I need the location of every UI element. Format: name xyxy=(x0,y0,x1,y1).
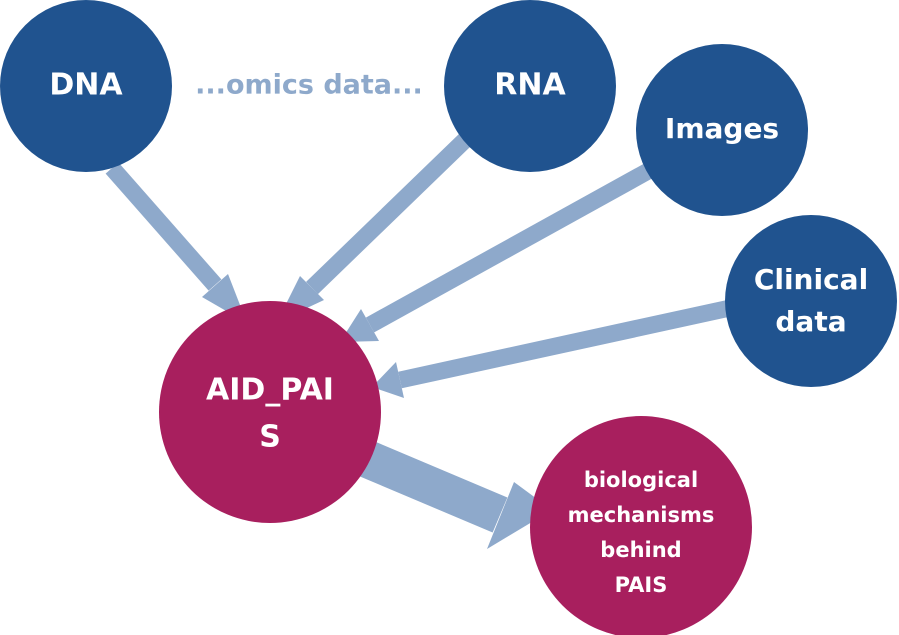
arrow-clinical-to-aid xyxy=(372,299,732,398)
node-clinical-label-line2: data xyxy=(775,305,846,338)
node-biological-mechanisms: biological mechanisms behind PAIS xyxy=(530,416,752,635)
arrow-dna-to-aid xyxy=(105,162,247,323)
node-aid-pais: AID_PAI S xyxy=(159,301,381,523)
node-clinical: Clinical data xyxy=(725,215,897,387)
node-aid-pais-label-line2: S xyxy=(259,420,281,455)
arrows xyxy=(105,133,732,549)
node-rna: RNA xyxy=(444,0,616,172)
node-clinical-label-line1: Clinical xyxy=(754,263,868,296)
node-bio-label-line1: biological xyxy=(584,468,698,492)
node-images-label: Images xyxy=(665,112,779,145)
node-aid-pais-label-line1: AID_PAI xyxy=(206,373,334,408)
node-rna-label: RNA xyxy=(494,68,566,103)
arrow-aid-to-bio xyxy=(357,440,552,549)
arrow-images-to-aid xyxy=(340,162,655,342)
node-dna-label: DNA xyxy=(49,68,123,103)
node-bio-label-line4: PAIS xyxy=(615,573,668,597)
node-bio-label-line2: mechanisms xyxy=(568,503,715,527)
omics-data-label: ...omics data... xyxy=(195,70,423,101)
node-bio-label-line3: behind xyxy=(600,538,681,562)
node-dna: DNA xyxy=(0,0,172,172)
node-images: Images xyxy=(636,44,808,216)
